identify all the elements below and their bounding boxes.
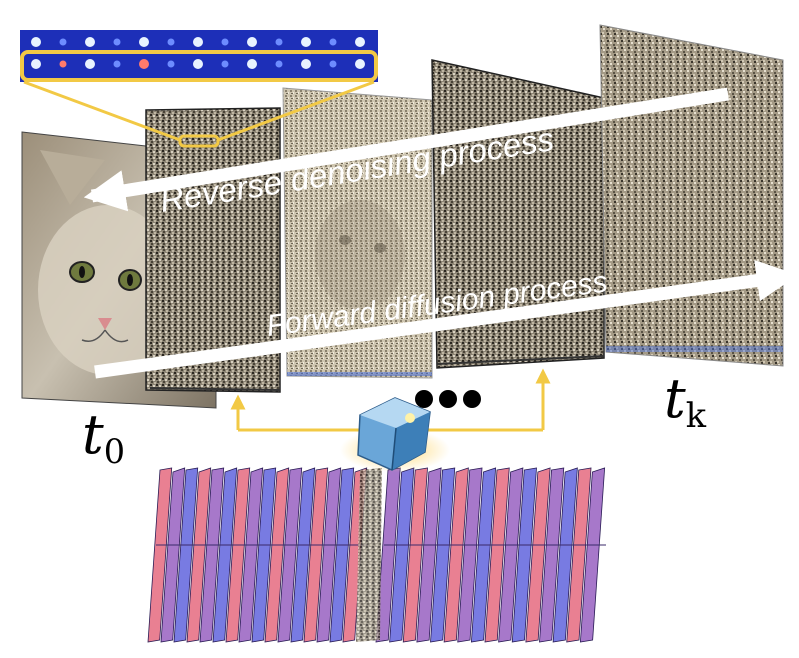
slab-slice	[579, 467, 606, 643]
noise-frame	[599, 24, 784, 367]
strip-dot	[247, 59, 257, 69]
slab-slice	[457, 467, 483, 643]
slab-slice	[186, 467, 212, 643]
strip-dot	[247, 37, 257, 47]
strip-dot	[85, 37, 95, 47]
slab-slice	[566, 467, 592, 643]
tk-label: tk	[664, 367, 706, 436]
strip-dot	[355, 37, 365, 47]
forward-arrow	[94, 259, 799, 379]
slab-slice	[199, 467, 225, 643]
strip-dot	[139, 59, 149, 69]
strip-dot	[59, 60, 67, 68]
strip-dot	[275, 38, 283, 46]
light-slab	[147, 467, 606, 643]
slab-slice	[277, 467, 303, 643]
slab-slice	[430, 467, 456, 643]
slab-slice	[225, 467, 251, 643]
ellipsis-dots	[415, 390, 481, 408]
strip-dot	[31, 59, 41, 69]
strip-dot	[329, 60, 337, 68]
slab-slice	[147, 467, 173, 643]
slab-noise-gap	[356, 468, 382, 642]
strip-dot	[167, 60, 175, 68]
strip-dot	[193, 59, 203, 69]
slab-slice	[290, 467, 316, 643]
slab-slice	[303, 467, 329, 643]
slab-slice	[251, 467, 277, 643]
slab-slice	[264, 467, 290, 643]
strip-dot	[167, 38, 175, 46]
t0-label: t0	[82, 403, 125, 472]
zoom-callout	[20, 30, 378, 148]
slab-slice	[212, 467, 238, 643]
dot	[415, 390, 433, 408]
strip-dot	[85, 59, 95, 69]
slab-slice	[316, 467, 342, 643]
slab-slice	[329, 467, 355, 643]
slab-slice	[238, 467, 264, 643]
slab-slice	[552, 467, 578, 643]
strip-dot	[221, 60, 229, 68]
strip-dot	[275, 60, 283, 68]
strip-dot	[301, 59, 311, 69]
strip-dot	[329, 38, 337, 46]
slab-slice	[443, 467, 469, 643]
slab-slice	[498, 467, 524, 643]
dot	[463, 390, 481, 408]
strip-dot	[31, 37, 41, 47]
dot	[439, 390, 457, 408]
strip-dot	[113, 60, 121, 68]
slab-slice	[173, 467, 199, 643]
slab-slice	[470, 467, 497, 643]
crystal-cube-icon	[340, 397, 450, 472]
slab-slice	[160, 467, 186, 643]
strip-dot	[113, 38, 121, 46]
slab-slice	[416, 467, 442, 643]
slab-slice	[525, 467, 551, 643]
reverse-arrow	[83, 87, 730, 212]
strip-dot	[59, 38, 67, 46]
slab-slice	[484, 467, 510, 643]
slab-slice	[511, 467, 537, 643]
strip-dot	[221, 38, 229, 46]
strip-dot	[301, 37, 311, 47]
strip-dot	[193, 37, 203, 47]
strip-dot	[139, 37, 149, 47]
strip-dot	[355, 59, 365, 69]
slab-slice	[539, 467, 565, 643]
